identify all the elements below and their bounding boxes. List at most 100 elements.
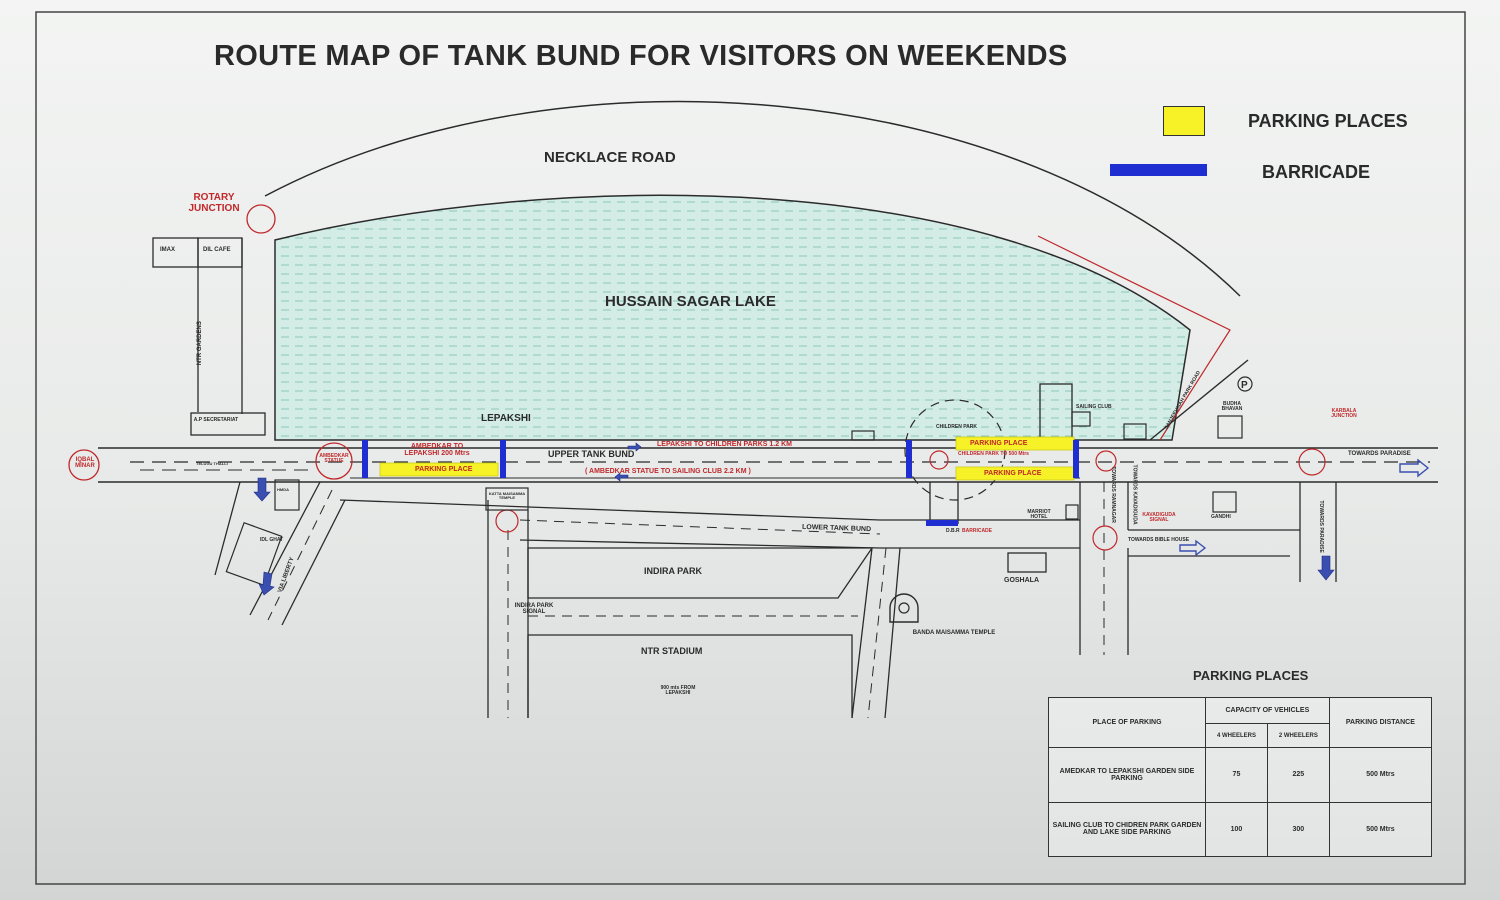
temple-icon [889,593,919,623]
children-park-dist-label: CHILDREN PARK TO 500 Mtrs [958,451,1029,457]
gandhi-box [1212,491,1237,513]
lower-tank-bund-dash [519,519,881,535]
goshala-label: GOSHALA [1004,577,1039,584]
necklace-road-line [264,100,1241,297]
diag-road-1 [214,481,241,576]
towards-paradise-label: TOWARDS PARADISE [1348,451,1411,457]
kavadiguda-signal-circle [1092,525,1118,551]
parking-table: PLACE OF PARKING CAPACITY OF VEHICLES PA… [1048,697,1433,857]
children-park-label: CHILDREN PARK [936,424,978,430]
parking-place-label-3: PARKING PLACE [984,470,1042,477]
map-title: ROUTE MAP OF TANK BUND FOR VISITORS ON W… [214,40,1068,72]
barricade-small-label: BARRICADE [962,528,992,534]
legend-barricade-label: BARRICADE [1262,162,1370,182]
banda-maisamma-label: BANDA MAISAMMA TEMPLE [912,630,996,636]
iqbal-minar-label: IQBAL MINAR [75,457,95,470]
ntr-stadium-label: NTR STADIUM [641,646,703,656]
lake-label: HUSSAIN SAGAR LAKE [605,293,776,310]
svg-text:P: P [1241,380,1248,391]
sailing-club-small [1071,411,1091,427]
budha-bhavan-label: BUDHA BHAVAN [1221,401,1243,413]
sanjeevaiah-road [1149,359,1249,441]
barricade-3 [906,440,912,478]
towards-bible-house-label: TOWARDS BIBLE HOUSE [1128,537,1190,543]
rotary-junction-circle [246,204,276,234]
arrow-right-icon-2 [1179,539,1207,557]
arrow-down-icon-3 [1317,555,1335,581]
small-building-2 [851,430,875,441]
col-2w-header: 2 WHEELERS [1266,723,1330,748]
sailing-club-junction [1095,450,1117,472]
parking-p-icon [1237,376,1253,392]
sailing-club-label: SAILING CLUB [1076,404,1112,410]
road-banda-diag [884,547,901,719]
col-distance-header: PARKING DISTANCE [1328,697,1433,748]
karbala-junction-label: KARBALA JUNCTION [1331,408,1357,420]
row-four: 100 [1205,801,1268,857]
row-two: 225 [1266,747,1330,803]
row-place: AMEDKAR TO LEPAKSHI GARDEN SIDE PARKING [1048,747,1206,803]
lepakshi-label: LEPAKSHI [481,413,531,424]
idl-ghat-box [225,521,283,587]
table-row: AMEDKAR TO LEPAKSHI GARDEN SIDE PARKING … [1048,747,1433,803]
hmda-label: HMDA [277,487,289,492]
road-indira-diag [851,547,873,719]
katta-maisamma-label: KATTA MAISAMMA TEMPLE [488,491,526,501]
katta-maisamma-box [485,487,529,511]
towards-ramnagar-label: TOWARDS RAMNAGAR [1109,466,1116,523]
imax-label: IMAX [160,247,175,253]
diag-road-dash [267,489,333,621]
children-park-circle [929,450,949,470]
towards-paradise-south-label: TOWARDS PARADISE [1317,500,1324,553]
small-building [1123,423,1147,440]
marriott-hotel-label: MARRIOT HOTEL [1027,509,1051,521]
col-place-header: PLACE OF PARKING [1048,697,1206,748]
idl-ghat-label: IDL GHAT [260,537,284,543]
gandhi-label: GANDHI [1211,514,1231,520]
parking-area-ambedkar [379,462,499,477]
row-distance: 500 Mtrs [1328,747,1433,803]
ambedkar-statue-circle [315,442,353,480]
red-road-edge [1037,235,1231,441]
barricade-4 [1073,440,1079,478]
road-banda-dash [867,547,887,719]
towards-kavadiguda-label: TOWARDS KAVADIGUDA [1131,464,1138,525]
dbr-label: D.B.R [946,528,960,534]
goshala-box [1007,552,1047,573]
parking-place-label-2: PARKING PLACE [970,440,1028,447]
lower-tank-bund-top [339,499,1080,521]
indira-park-signal-label: INDIRA PARK SIGNAL [514,603,554,616]
indira-park-block [527,547,874,599]
row-distance: 500 Mtrs [1328,801,1433,857]
ap-secretariat-label: A.P SECRETARIAT [193,417,239,423]
dil-cafe-label: DIL CAFE [203,247,231,253]
arrow-down-icon-2 [258,571,275,596]
table-row: SAILING CLUB TO CHIDREN PARK GARDEN AND … [1048,801,1433,857]
arrow-small-right-icon [627,442,642,452]
arrow-small-left-icon [614,472,629,482]
hussain-sagar-lake [274,194,1191,441]
indira-park-label: INDIRA PARK [644,566,702,576]
col-capacity-header: CAPACITY OF VEHICLES [1205,697,1330,724]
legend-parking-swatch [1163,106,1205,136]
hmda-box [274,479,300,511]
ap-secretariat-box [190,412,266,436]
map-frame [35,11,1466,885]
barricade-1 [362,440,368,478]
temple-dome-icon [898,602,910,614]
ntr-stadium-block-top [528,634,853,718]
kavadiguda-signal-label: KAVADIGUDA SIGNAL [1142,512,1176,524]
arrow-down-icon [253,477,271,502]
diag-road-3 [281,499,346,626]
necklace-road-label: NECKLACE ROAD [544,149,676,166]
rotary-junction-label: ROTARY JUNCTION [188,192,240,214]
karbala-junction-circle [1298,448,1326,476]
direction-arrows [253,442,1430,596]
ambedkar-to-lepakshi-label: AMBEDKAR TO LEPAKSHI 200 Mtrs [404,443,470,458]
arrow-right-icon [1399,458,1430,478]
lower-tank-bund-bottom [519,539,1080,549]
parking-table-title: PARKING PLACES [1193,668,1309,683]
ntr-stadium-dist-label: 900 mts FROM LEPAKSHI [660,685,696,697]
legend-parking-label: PARKING PLACES [1248,111,1408,131]
